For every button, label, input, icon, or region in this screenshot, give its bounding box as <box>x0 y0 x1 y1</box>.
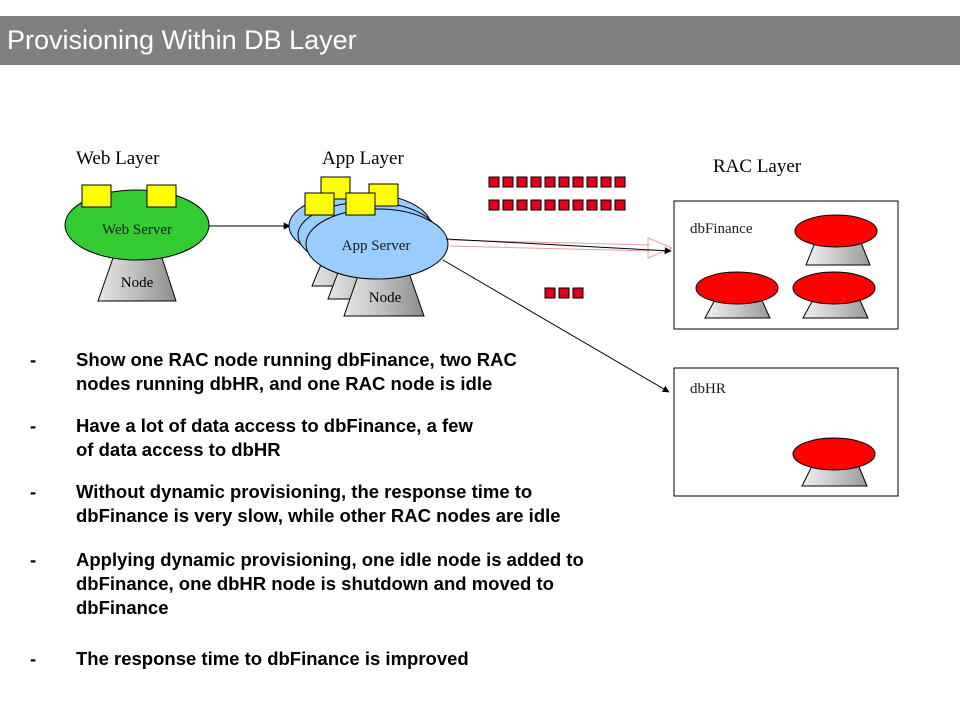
web-layer-label: Web Layer <box>76 148 160 169</box>
app-layer-label: App Layer <box>322 148 404 169</box>
app-server-label: App Server <box>342 238 411 254</box>
title-bar: Provisioning Within DB Layer <box>0 16 960 65</box>
db-finance-label: dbFinance <box>690 221 753 237</box>
rac-node <box>794 214 878 266</box>
data-packet <box>572 287 584 299</box>
data-packet <box>488 176 500 188</box>
data-packet <box>572 199 584 211</box>
data-packet <box>530 176 542 188</box>
data-packet <box>502 176 514 188</box>
app-file-icon <box>304 192 335 216</box>
rac-node <box>695 271 779 319</box>
app-node-label: Node <box>369 290 402 306</box>
web-node-label: Node <box>121 275 154 291</box>
data-packet <box>544 176 556 188</box>
rac-node <box>792 437 876 487</box>
data-packet <box>530 199 542 211</box>
data-packets <box>488 176 626 299</box>
data-packet <box>544 199 556 211</box>
data-packet <box>558 176 570 188</box>
app-file-icon <box>345 192 376 216</box>
data-packet <box>488 199 500 211</box>
rac-layer-label: RAC Layer <box>713 156 802 177</box>
db-hr-cluster: dbHR <box>673 367 899 497</box>
web-file-icon <box>81 184 112 208</box>
app-server-group: Node App Server <box>288 176 449 317</box>
data-packet <box>586 176 598 188</box>
page-title: Provisioning Within DB Layer <box>7 25 357 55</box>
data-packet <box>586 199 598 211</box>
data-packet <box>544 287 556 299</box>
db-hr-label: dbHR <box>690 381 726 397</box>
web-file-icon <box>146 184 177 208</box>
data-packet <box>558 287 570 299</box>
data-packet <box>502 199 514 211</box>
data-packet <box>516 199 528 211</box>
app-to-hr-arrow <box>442 259 670 393</box>
data-packet <box>600 176 612 188</box>
db-finance-cluster: dbFinance <box>673 200 899 330</box>
rac-node <box>792 271 876 319</box>
app-to-finance-arrow <box>445 238 672 255</box>
app-server-ellipse <box>305 208 449 280</box>
data-packet <box>516 176 528 188</box>
data-packet <box>614 176 626 188</box>
web-server-label: Web Server <box>102 222 172 238</box>
data-packet <box>600 199 612 211</box>
web-server-group: Node Web Server <box>64 184 210 302</box>
data-packet <box>558 199 570 211</box>
data-packet <box>572 176 584 188</box>
data-packet <box>614 199 626 211</box>
